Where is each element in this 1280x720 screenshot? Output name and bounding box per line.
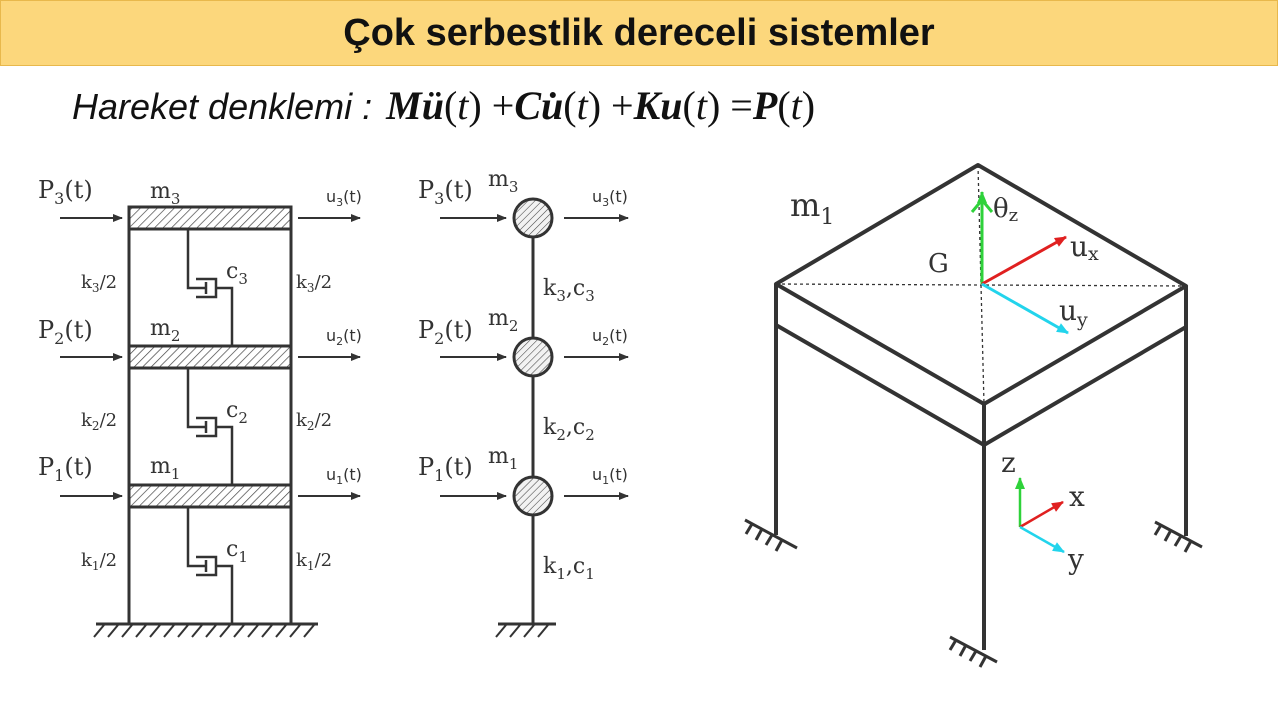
damper-label-3: c3 (226, 259, 248, 288)
shear-frame-model (60, 205, 361, 638)
floor-slab-2 (127, 344, 293, 370)
damper-2 (186, 368, 234, 485)
equation-term: K (633, 83, 661, 128)
damper-label-1: c1 (226, 537, 248, 566)
axis-y-arrow (1019, 525, 1065, 554)
uy-label: uy (1059, 294, 1088, 331)
equation-term: t (695, 83, 707, 128)
equation-term: ) = (706, 83, 753, 128)
equation-term: ( (682, 83, 696, 128)
stick-load-label-1: P1(t) (418, 453, 473, 485)
stick-mass-label-1: m1 (488, 444, 518, 473)
support-front (948, 635, 998, 668)
title-bar: Çok serbestlik dereceli sistemler (0, 0, 1278, 66)
stiffness-right-1: k1/2 (296, 550, 332, 573)
mass-label-2: m2 (150, 316, 180, 345)
iso-mass-label: m1 (790, 186, 834, 230)
stiffness-right-2: k2/2 (296, 410, 332, 433)
equation-term: ü (421, 83, 444, 128)
equation-term: ) + (468, 83, 515, 128)
ux-arrow (981, 235, 1067, 286)
slab-sides (774, 284, 1188, 447)
global-axes (1015, 477, 1065, 554)
stick-disp-label-1: u1(t) (592, 465, 628, 487)
spring-label-3: k3,c3 (543, 276, 595, 305)
lumped-mass-3 (512, 197, 554, 239)
equation-term: u (660, 83, 683, 128)
isometric-floor-model (744, 163, 1203, 668)
disp-label-2: u2(t) (326, 326, 362, 348)
disp-label-1: u1(t) (326, 465, 362, 487)
stick-load-label-2: P2(t) (418, 316, 473, 348)
axis-x-label: x (1069, 480, 1085, 513)
stiffness-left-3: k3/2 (81, 272, 117, 295)
equation-term: t (457, 83, 469, 128)
stick-disp-label-3: u3(t) (592, 187, 628, 209)
stick-labels: P3(t) m3 u3(t) P2(t) m2 u2(t) P1(t) m1 u… (418, 167, 628, 583)
disp-label-3: u3(t) (326, 187, 362, 209)
stick-disp-label-2: u2(t) (592, 326, 628, 348)
equation-of-motion: Hareket denklemi : M ü ( t ) + C u̇ ( t … (72, 82, 815, 134)
stiffness-right-3: k3/2 (296, 272, 332, 295)
floor-slab-3 (127, 205, 293, 231)
stick-arrows (440, 214, 629, 500)
stick-mass-label-3: m3 (488, 167, 518, 196)
stiffness-left-2: k2/2 (81, 410, 117, 433)
dof-arrows (970, 191, 1069, 335)
equation-term: ( (777, 83, 791, 128)
theta-z-second-head (970, 197, 994, 213)
equation-term: C (514, 83, 541, 128)
stick-ground-hatch (495, 624, 549, 638)
center-label: G (928, 249, 949, 279)
damper-label-2: c2 (226, 398, 248, 427)
stick-load-label-3: P3(t) (418, 176, 473, 208)
ground-hatch (93, 624, 315, 638)
equation-term: ( (443, 83, 458, 128)
frame-labels: P3(t) m3 u3(t) P2(t) m2 u2(t) P1(t) m1 u… (38, 176, 362, 573)
axis-y-label: y (1067, 543, 1084, 576)
equation-term: P (752, 83, 778, 128)
load-label-1: P1(t) (38, 453, 93, 485)
equation-term: u̇ (541, 83, 564, 128)
equation-term: t (576, 83, 588, 128)
axis-z-label: z (1001, 446, 1016, 479)
spring-label-1: k1,c1 (543, 554, 595, 583)
equation-term: ) + (587, 83, 634, 128)
uy-arrow (981, 282, 1069, 335)
lumped-mass-2 (512, 336, 554, 378)
damper-3 (186, 229, 234, 346)
equation-term: ) (801, 83, 816, 128)
spring-label-2: k2,c2 (543, 415, 595, 444)
floor-slab-1 (127, 483, 293, 509)
ux-label: ux (1070, 230, 1099, 265)
lumped-mass-1 (512, 475, 554, 517)
load-label-2: P2(t) (38, 316, 93, 348)
equation-term: t (790, 83, 802, 128)
stiffness-left-1: k1/2 (81, 550, 117, 573)
load-arrows (60, 214, 361, 500)
lumped-mass-model (440, 197, 629, 638)
mass-label-1: m1 (150, 454, 180, 483)
iso-labels: m1 G θz ux uy z x y (790, 186, 1099, 576)
slab-diagonals (775, 164, 1187, 405)
page-title: Çok serbestlik dereceli sistemler (343, 11, 935, 54)
theta-z-label: θz (993, 194, 1018, 226)
support-left (744, 518, 798, 552)
axis-x-arrow (1019, 500, 1064, 529)
mass-label-3: m3 (150, 179, 180, 208)
support-right (1153, 520, 1203, 553)
equation-term: M (386, 83, 422, 128)
stick-mass-label-2: m2 (488, 306, 518, 335)
damper-1 (186, 507, 234, 624)
equation-label: Hareket denklemi : (72, 86, 373, 127)
equation-term: ( (563, 83, 577, 128)
load-label-3: P3(t) (38, 176, 93, 208)
